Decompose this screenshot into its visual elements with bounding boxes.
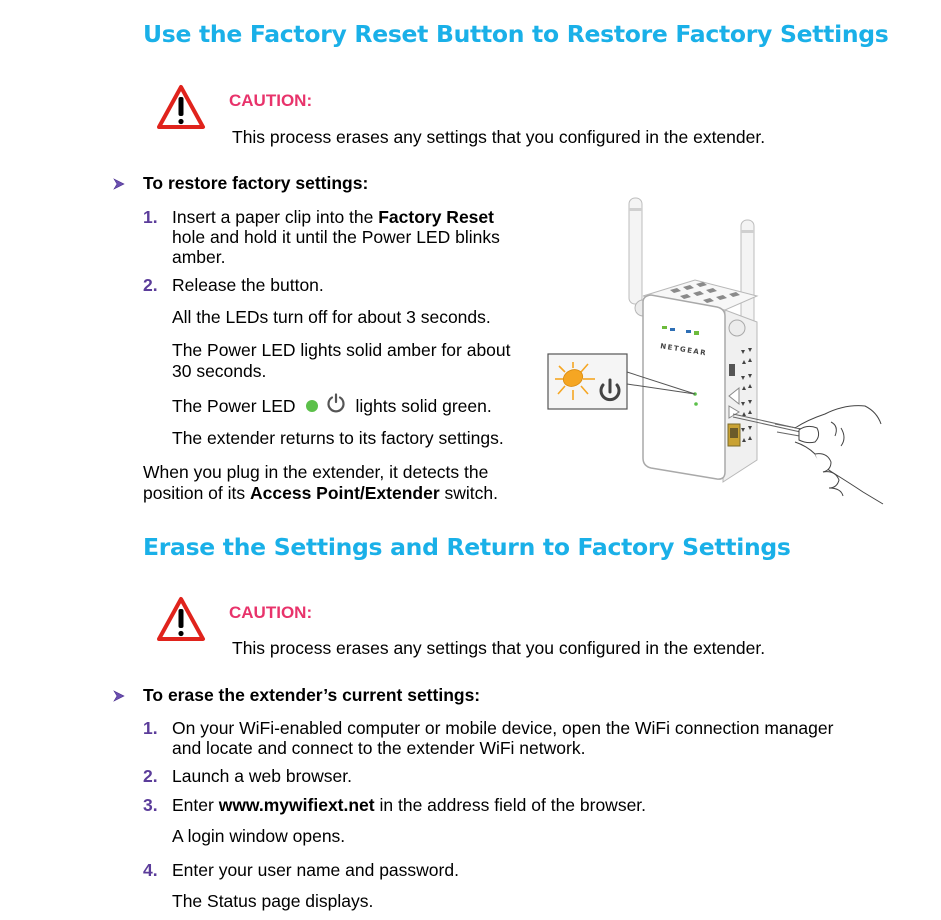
closing-paragraph: When you plug in the extender, it detect… xyxy=(143,462,498,504)
step-number: 2. xyxy=(143,766,158,786)
step-note: The extender returns to its factory sett… xyxy=(172,428,504,448)
step-note-part: lights solid green. xyxy=(355,396,492,417)
caution-label: CAUTION: xyxy=(229,603,313,622)
step-text: Insert a paper clip into the Factory Res… xyxy=(172,207,552,267)
step-text: Launch a web browser. xyxy=(172,766,352,786)
procedure-arrow-icon xyxy=(113,689,125,705)
closing-line: When you plug in the extender, it detect… xyxy=(143,462,489,482)
step-text-part: Insert a paper clip into the xyxy=(172,207,379,227)
step-note-part: The Power LED xyxy=(172,396,296,417)
closing-part: position of its xyxy=(143,483,250,503)
step-note: The Status page displays. xyxy=(172,891,374,911)
caution-label: CAUTION: xyxy=(229,91,313,110)
caution-text: This process erases any settings that yo… xyxy=(232,638,766,658)
closing-part: switch. xyxy=(439,483,499,503)
step-number: 3. xyxy=(143,795,158,815)
step-text-line: On your WiFi-enabled computer or mobile … xyxy=(172,718,834,738)
warning-triangle-icon xyxy=(156,84,206,135)
section-heading-erase-settings: Erase the Settings and Return to Factory… xyxy=(143,533,791,561)
hand xyxy=(794,405,884,505)
warning-triangle-icon xyxy=(156,596,206,647)
step-number: 4. xyxy=(143,860,158,880)
extender-illustration: NETGEAR xyxy=(545,192,890,515)
step-note: The Power LED lights solid green. xyxy=(172,393,492,420)
section-heading-factory-reset: Use the Factory Reset Button to Restore … xyxy=(143,20,889,48)
step-number: 1. xyxy=(143,718,158,738)
step-text-line: amber. xyxy=(172,247,226,267)
step-text: Enter www.mywifiext.net in the address f… xyxy=(172,795,646,815)
procedure-title: To restore factory settings: xyxy=(143,173,369,193)
step-number: 2. xyxy=(143,275,158,295)
step-note: The Power LED lights solid amber for abo… xyxy=(172,340,511,382)
step-text-part: in the address field of the browser. xyxy=(374,795,647,815)
access-point-extender-term: Access Point/Extender xyxy=(250,483,440,503)
url-term: www.mywifiext.net xyxy=(218,795,375,815)
step-text: On your WiFi-enabled computer or mobile … xyxy=(172,718,833,758)
step-number: 1. xyxy=(143,207,158,227)
step-text-part: Enter xyxy=(172,795,219,815)
caution-text: This process erases any settings that yo… xyxy=(232,127,766,147)
step-note-line: The Power LED lights solid amber for abo… xyxy=(172,340,511,360)
step-text: Enter your user name and password. xyxy=(172,860,459,880)
procedure-title: To erase the extender’s current settings… xyxy=(143,685,481,705)
step-note: All the LEDs turn off for about 3 second… xyxy=(172,307,491,327)
step-text-line: and locate and connect to the extender W… xyxy=(172,738,586,758)
procedure-arrow-icon xyxy=(113,177,125,193)
step-text: Release the button. xyxy=(172,275,324,295)
step-note: A login window opens. xyxy=(172,826,346,846)
step-text-line: hole and hold it until the Power LED bli… xyxy=(172,227,500,247)
green-led-icon xyxy=(305,399,318,412)
step-note-line: 30 seconds. xyxy=(172,361,267,381)
power-icon xyxy=(326,393,346,418)
factory-reset-term: Factory Reset xyxy=(378,207,494,227)
